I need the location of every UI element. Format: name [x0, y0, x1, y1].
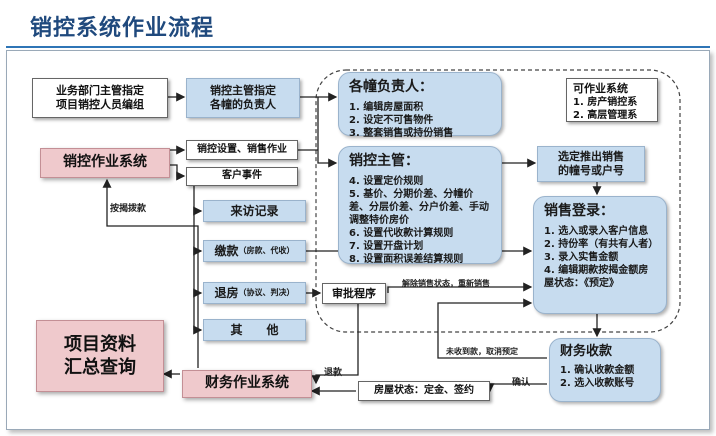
building-head-box: 各幢负责人： 1. 编辑房屋面积 2. 设定不可售物件 3. 整套销售或持份销售 — [338, 72, 502, 139]
page-title: 销控系统作业流程 — [30, 16, 215, 41]
dept-head-box: 业务部门主管指定 项目销控人员编组 — [32, 78, 168, 118]
label-unpaid: 未收到款，取消预定 — [446, 347, 518, 356]
edge-approval-refund — [311, 304, 359, 385]
label-refund: 退款 — [324, 368, 343, 378]
edge-sys-to-events — [170, 164, 186, 181]
visit-record-box: 来访记录 — [203, 200, 306, 222]
label-confirm: 确认 — [512, 378, 531, 388]
select-units-box: 选定推出销售 的幢号或户号 — [537, 146, 645, 182]
title-underline — [6, 46, 710, 48]
available-system-box: 可作业系统 1. 房产销控系 2. 高层管理系 — [566, 78, 658, 122]
dashed-region — [315, 69, 681, 333]
unit-status-box: 房屋状态：定金、签约 — [358, 381, 490, 401]
edge-assign-to-supervisor — [317, 97, 338, 168]
other-box: 其 他 — [203, 319, 306, 341]
sales-register-box: 销售登录： 1. 选入或录入客户信息 2. 持份率（有共有人者） 3. 录入实售… — [533, 196, 667, 314]
approval-box: 审批程序 — [322, 283, 386, 304]
setup-sales-box: 销控设置、销售作业 — [186, 140, 298, 160]
project-query-box: 项目资料 汇总查询 — [36, 320, 164, 392]
return-unit-box: 退房（协议、判决） — [203, 282, 306, 304]
sales-supervisor-box: 销控主管： 4. 设置定价规则 5. 基价、分期价差、分幢价差、分层价差、分户价… — [338, 146, 502, 265]
label-release: 解除销售状态，重新销售 — [402, 279, 490, 288]
finance-system-box: 财务作业系统 — [182, 370, 312, 398]
finance-receipt-box: 财务收款 1. 确认收款金额 2. 选入收款账号 — [549, 338, 661, 402]
diagram-frame — [6, 50, 710, 430]
edge-finance-confirm — [485, 383, 547, 393]
sales-ctrl-assign-box: 销控主管指定 各幢的负责人 — [186, 78, 300, 118]
edge-approval-release — [387, 282, 533, 293]
payment-box: 缴款（房款、代收） — [203, 240, 306, 262]
customer-events-box: 客户事件 — [186, 167, 298, 186]
edge-finance-unpaid — [437, 298, 547, 359]
label-mortgage: 按揭拨款 — [110, 204, 147, 214]
sales-system-box: 销控作业系统 — [40, 148, 170, 178]
edge-finance-sys-mortgage — [102, 178, 199, 368]
